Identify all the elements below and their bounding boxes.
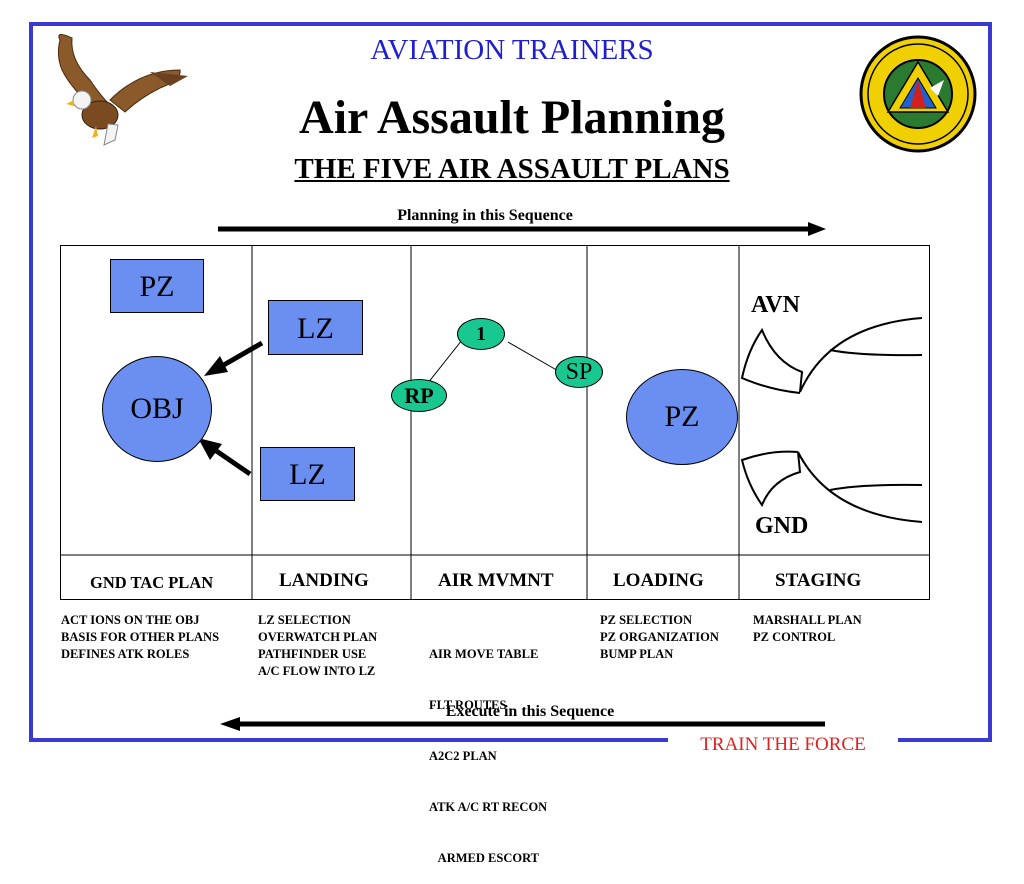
slide-frame (29, 22, 992, 742)
sp-label: SP (565, 358, 593, 385)
pz-oval: PZ (626, 369, 738, 465)
desc-line: ACT IONS ON THE OBJ (61, 613, 200, 627)
checkpoint-1-node: 1 (457, 318, 505, 350)
page-title: Air Assault Planning (299, 91, 725, 144)
desc-line: FLT ROUTES (429, 698, 507, 712)
desc-line: OVERWATCH PLAN (258, 630, 378, 644)
plan-name-loading: LOADING (613, 570, 704, 591)
pz-oval-label: PZ (664, 400, 700, 433)
planning-sequence-label: Planning in this Sequence (397, 207, 573, 224)
obj-label: OBJ (130, 392, 184, 425)
rp-node: RP (391, 379, 447, 412)
execute-sequence-label: Execute in this Sequence (445, 703, 615, 720)
desc-line: PATHFINDER USE (258, 647, 367, 661)
plan-name-staging: STAGING (775, 570, 862, 591)
desc-line: PZ SELECTION (600, 613, 693, 627)
avn-label: AVN (751, 292, 800, 318)
lz-bottom-box: LZ (260, 447, 355, 501)
desc-line: ARMED ESCORT (429, 851, 539, 865)
plan-name-gnd-tac: GND TAC PLAN (90, 573, 214, 592)
desc-line: PZ CONTROL (753, 630, 836, 644)
sp-node: SP (555, 356, 603, 388)
plan-name-air-mvmnt: AIR MVMNT (438, 570, 554, 591)
plan-name-landing: LANDING (279, 570, 369, 591)
plan-desc-air-mvmnt: AIR MOVE TABLE FLT ROUTES A2C2 PLAN ATK … (429, 612, 547, 884)
footer-slogan: TRAIN THE FORCE (668, 733, 898, 757)
rp-label: RP (404, 382, 434, 408)
plan-desc-gnd-tac: ACT IONS ON THE OBJ BASIS FOR OTHER PLAN… (61, 612, 219, 663)
plan-desc-loading: PZ SELECTION PZ ORGANIZATION BUMP PLAN (600, 612, 719, 663)
desc-line: PZ ORGANIZATION (600, 630, 719, 644)
plan-desc-staging: MARSHALL PLAN PZ CONTROL (753, 612, 862, 646)
planning-table (60, 245, 930, 600)
pz-box: PZ (110, 259, 204, 313)
desc-line: ATK A/C RT RECON (429, 800, 548, 814)
plan-desc-landing: LZ SELECTION OVERWATCH PLAN PATHFINDER U… (258, 612, 377, 680)
desc-line: BASIS FOR OTHER PLANS (61, 630, 220, 644)
org-name: AVIATION TRAINERS (370, 34, 654, 66)
page-subtitle: THE FIVE AIR ASSAULT PLANS (294, 153, 730, 185)
desc-line: LZ SELECTION (258, 613, 351, 627)
desc-line: AIR MOVE TABLE (429, 647, 539, 661)
desc-line: A2C2 PLAN (429, 749, 497, 763)
desc-line: A/C FLOW INTO LZ (258, 664, 376, 678)
desc-line: DEFINES ATK ROLES (61, 647, 190, 661)
obj-oval: OBJ (102, 356, 212, 462)
desc-line: MARSHALL PLAN (753, 613, 862, 627)
gnd-label: GND (755, 513, 809, 539)
desc-line: BUMP PLAN (600, 647, 674, 661)
lz-top-box: LZ (268, 300, 363, 355)
checkpoint-1-label: 1 (476, 322, 486, 345)
